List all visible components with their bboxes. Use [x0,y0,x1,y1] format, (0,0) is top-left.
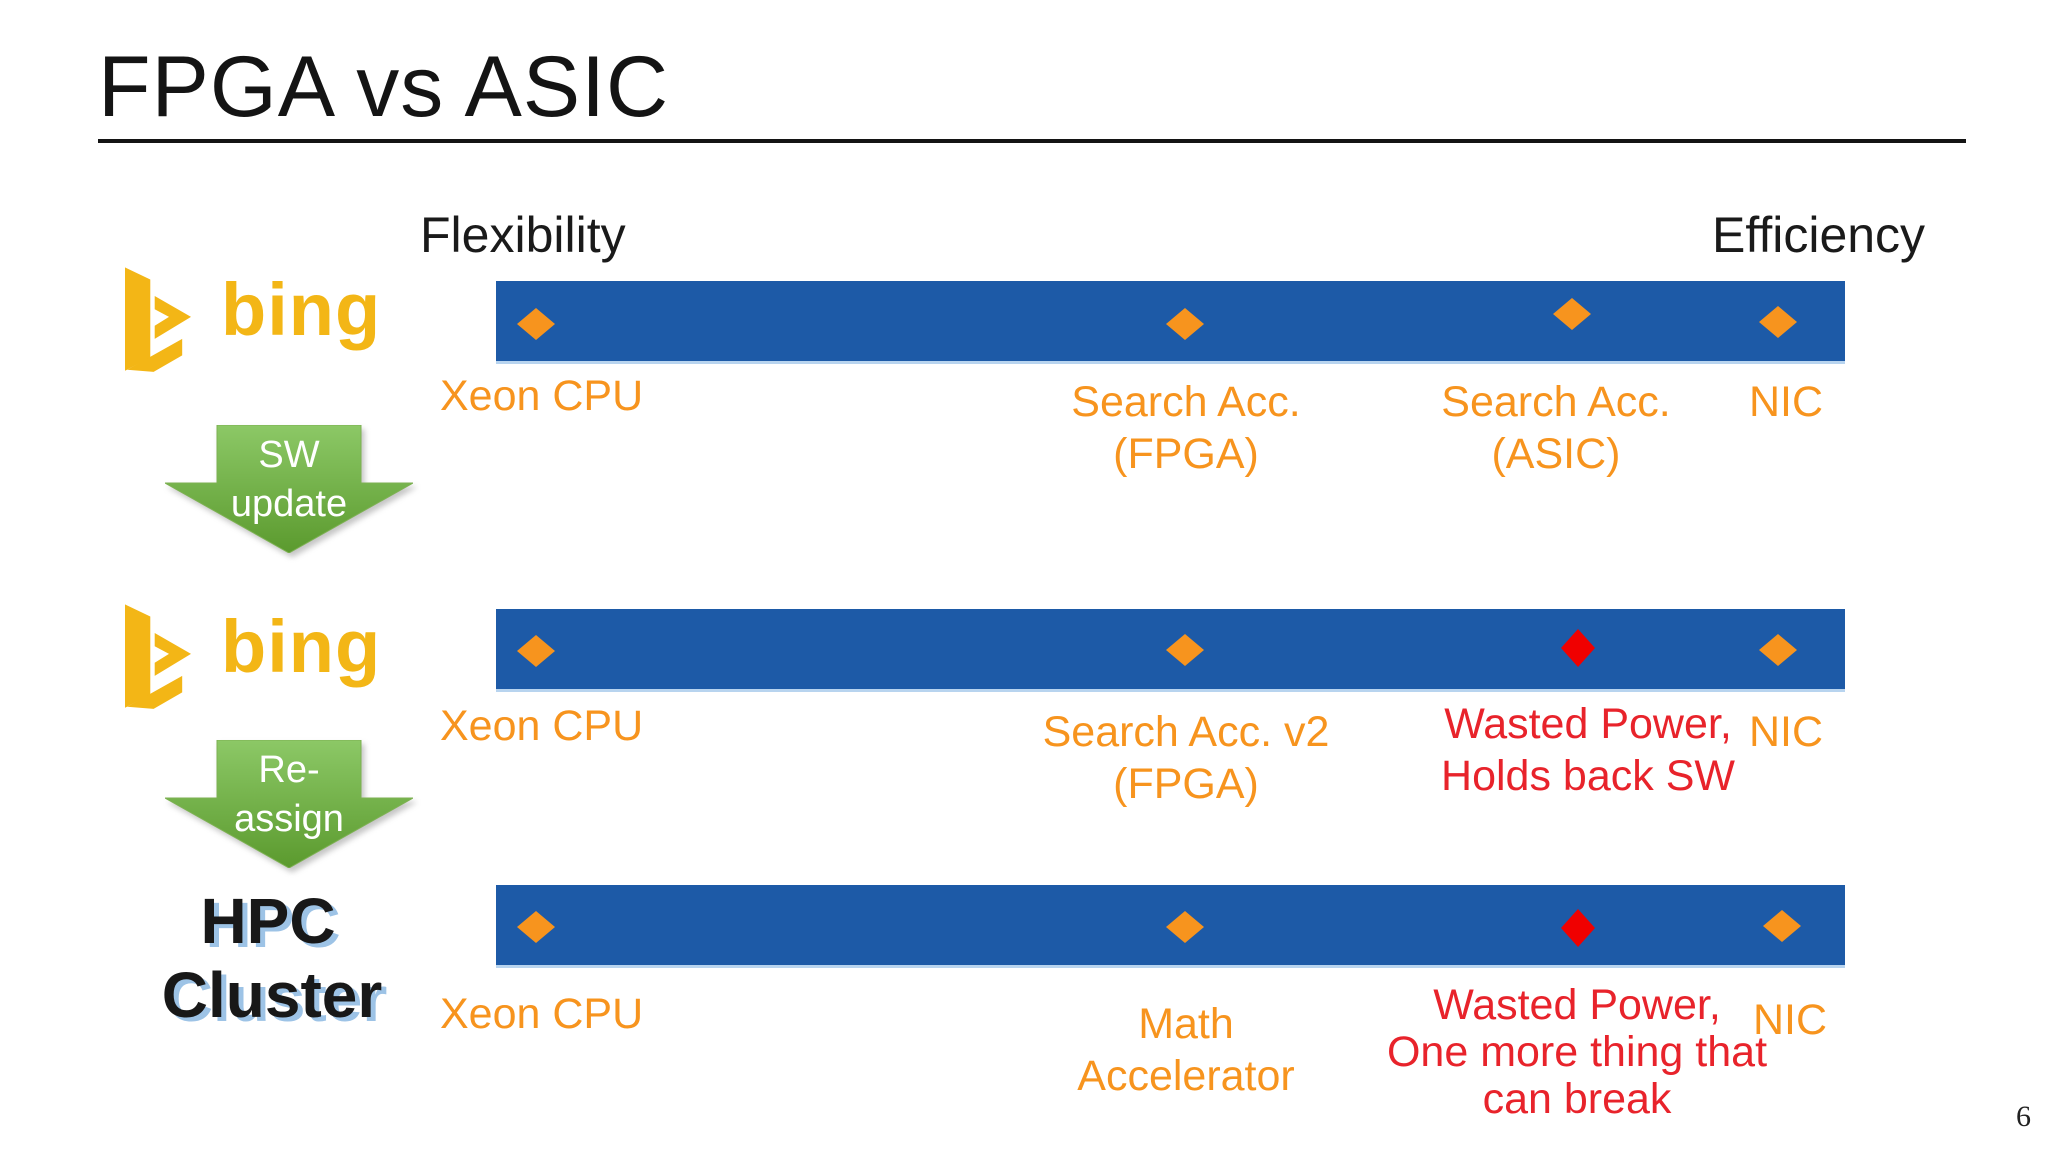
marker-math-accelerator-icon [1166,911,1204,943]
row1-label-xeon-cpu: Xeon CPU [440,372,644,420]
marker-xeon-cpu-icon [517,635,555,667]
reassign-arrow: Re- assign [163,739,415,869]
bing-b-icon [125,267,191,372]
row2-label-xeon-cpu: Xeon CPU [440,702,644,750]
sw-update-label-line1: SW [258,434,320,476]
down-arrow-icon [163,424,415,554]
marker-xeon-cpu-icon [517,911,555,943]
bing-logo: bing [113,263,383,373]
marker-nic-icon [1759,634,1797,666]
marker-nic-icon [1759,306,1797,338]
spectrum-bar-row3 [496,885,1845,968]
marker-search-acc-fpga-icon [1166,308,1204,340]
marker-xeon-cpu-icon [517,308,555,340]
marker-search-acc-asic-icon [1553,298,1591,330]
page-number: 6 [2016,1100,2031,1133]
bing-logo: bing [113,600,383,710]
spectrum-bar-row1 [496,281,1845,364]
marker-wasted-asic-slot-icon [1561,629,1595,667]
row1-label-nic: NIC [1748,378,1824,426]
marker-nic-icon [1763,910,1801,942]
bing-logo-text: bing [221,605,382,688]
row3-label-xeon-cpu: Xeon CPU [440,990,644,1038]
page-title: FPGA vs ASIC [98,39,670,135]
marker-wasted-asic-slot-icon [1561,909,1595,947]
hpc-cluster-label-line1: HPC [200,885,336,957]
hpc-cluster-label-line2: Cluster [161,959,383,1031]
row1-label-search-acc-fpga: Search Acc. (FPGA) [1071,378,1301,478]
row3-label-math-accelerator: Math Accelerator [1077,1000,1295,1100]
reassign-label-line1: Re- [258,749,320,791]
row3-label-nic: NIC [1752,996,1828,1044]
bing-b-icon [125,604,191,709]
row2-label-wasted-power: Wasted Power, Holds back SW [1441,700,1735,800]
marker-search-acc-v2-icon [1166,634,1204,666]
row3-label-wasted-power: Wasted Power, One more thing that can br… [1386,981,1768,1123]
row2-label-nic: NIC [1748,708,1824,756]
row2-label-search-acc-v2: Search Acc. v2 (FPGA) [1042,708,1330,808]
sw-update-arrow: SW update [163,424,415,554]
row1-label-search-acc-asic: Search Acc. (ASIC) [1441,378,1671,478]
title-underline [98,139,1966,143]
axis-label-flexibility: Flexibility [420,207,626,263]
axis-label-efficiency: Efficiency [1712,207,1926,263]
sw-update-label-line2: update [230,483,348,525]
reassign-label-line2: assign [234,798,344,840]
spectrum-bar-row2 [496,609,1845,692]
down-arrow-icon [163,739,415,869]
bing-logo-text: bing [221,268,382,351]
